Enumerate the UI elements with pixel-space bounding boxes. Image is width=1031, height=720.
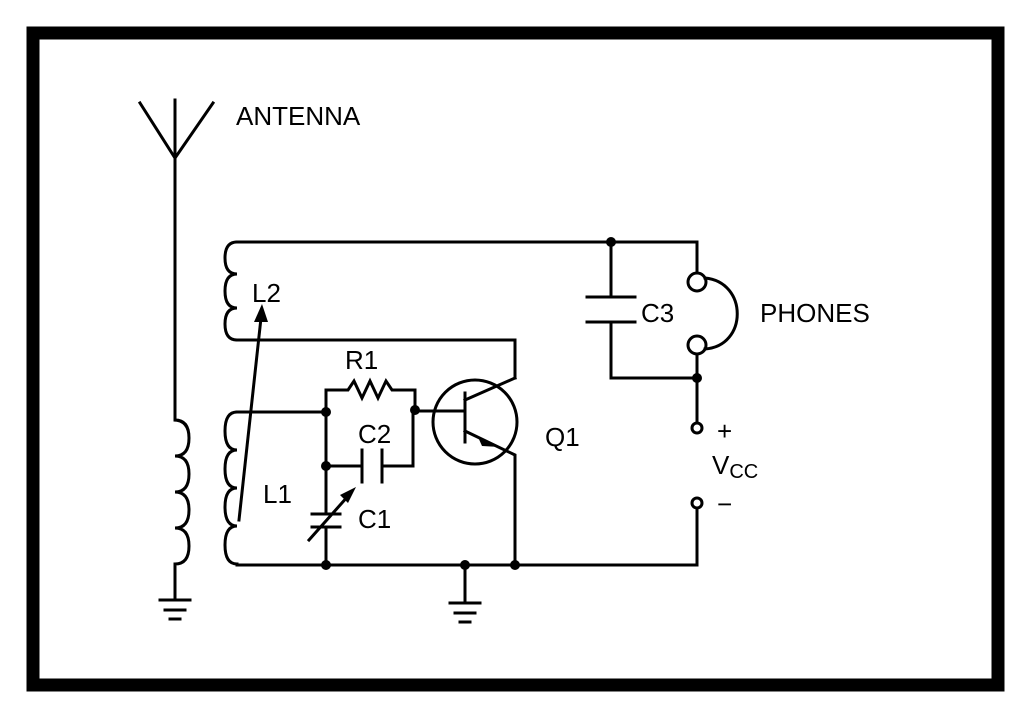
ground-icon [158, 598, 192, 621]
l2-label: L2 [252, 278, 281, 308]
antenna-symbol [137, 98, 216, 621]
resistor-r1 [324, 377, 417, 414]
q1-label: Q1 [545, 422, 580, 452]
phones-label: PHONES [760, 298, 870, 328]
c1-label: C1 [358, 504, 391, 534]
bottom-wire [235, 508, 699, 567]
capacitor-c3 [585, 240, 699, 380]
arrow-head-icon [254, 304, 268, 322]
minus-label: − [717, 489, 732, 519]
inductor-l2 [223, 240, 239, 342]
transistor-q1 [413, 376, 519, 567]
coupling-arrow [237, 316, 263, 522]
capacitor-c2 [324, 410, 415, 484]
inductor-l1 [223, 410, 239, 566]
l1-label: L1 [263, 479, 292, 509]
r1-label: R1 [345, 345, 378, 375]
variable-capacitor-c1 [306, 410, 356, 567]
collector-wire [235, 338, 517, 380]
c3-label: C3 [641, 298, 674, 328]
vcc-label: VCC [712, 450, 758, 483]
antenna-label: ANTENNA [236, 101, 361, 131]
vcc-plus-terminal [690, 421, 704, 435]
ground-icon [448, 563, 482, 624]
junction-dot [321, 560, 331, 570]
vcc-main: V [712, 450, 730, 480]
vcc-subscript: CC [729, 461, 758, 483]
c2-label: C2 [358, 419, 391, 449]
plus-label: + [717, 416, 732, 446]
junction-dot [510, 560, 520, 570]
frame-border [26, 26, 1005, 692]
antenna-coil [173, 418, 191, 600]
vcc-minus-terminal [690, 496, 704, 510]
phones-symbol [686, 240, 739, 423]
